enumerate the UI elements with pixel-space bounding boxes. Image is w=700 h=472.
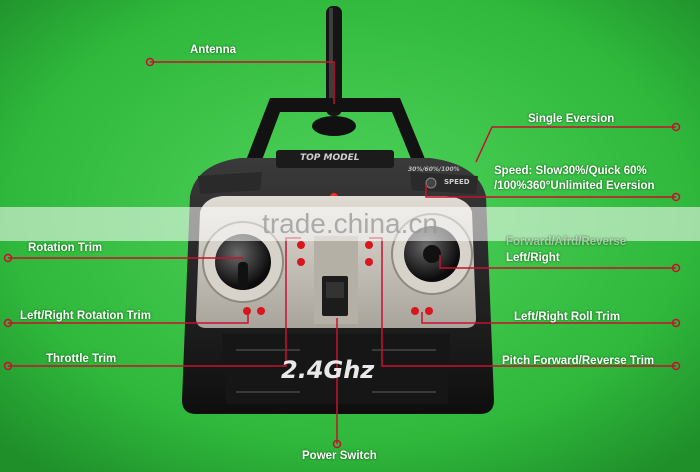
left-joystick-icon[interactable] bbox=[202, 221, 284, 303]
pitch-trim-button-2[interactable] bbox=[365, 258, 373, 266]
left-roll-trim-button[interactable] bbox=[411, 307, 419, 315]
label-power-switch: Power Switch bbox=[302, 450, 377, 462]
label-throttle-trim: Throttle Trim bbox=[46, 353, 117, 365]
antenna bbox=[312, 6, 356, 136]
label-speed-line2: /100%360°Unlimited Eversion bbox=[494, 180, 655, 192]
right-rotation-trim-button[interactable] bbox=[257, 307, 265, 315]
speed-scale: 30%/60%/100% bbox=[408, 166, 460, 173]
label-forward-line1: Forward/Afrd/Reverse bbox=[506, 236, 627, 248]
label-left-right-rotation-trim: Left/Right Rotation Trim bbox=[20, 310, 151, 322]
watermark: trade.china.cn bbox=[262, 208, 438, 239]
lower-face bbox=[222, 334, 450, 404]
label-antenna: Antenna bbox=[190, 44, 236, 56]
frequency-logo: 2.4Ghz bbox=[281, 356, 375, 384]
label-rotation-trim: Rotation Trim bbox=[28, 242, 103, 254]
label-single-eversion: Single Eversion bbox=[528, 113, 615, 125]
pitch-trim-button[interactable] bbox=[365, 241, 373, 249]
trim-buttons bbox=[243, 241, 433, 315]
leader-endpoints bbox=[3, 57, 681, 449]
left-rotation-trim-button[interactable] bbox=[243, 307, 251, 315]
right-roll-trim-button[interactable] bbox=[425, 307, 433, 315]
label-forward-line2: Left/Right bbox=[506, 252, 560, 264]
label-speed-line1: Speed: Slow30%/Quick 60% bbox=[494, 165, 647, 177]
badge-plate bbox=[276, 150, 394, 168]
speed-marker: SPEED bbox=[444, 178, 470, 186]
throttle-trim-button[interactable] bbox=[297, 258, 305, 266]
speed-switch[interactable] bbox=[425, 177, 437, 189]
label-pitch-trim: Pitch Forward/Reverse Trim bbox=[502, 355, 655, 367]
rotation-trim-button[interactable] bbox=[297, 241, 305, 249]
watermark-band bbox=[0, 207, 700, 241]
label-left-right-roll-trim: Left/Right Roll Trim bbox=[514, 311, 621, 323]
device-badge: TOP MODEL bbox=[300, 153, 360, 163]
